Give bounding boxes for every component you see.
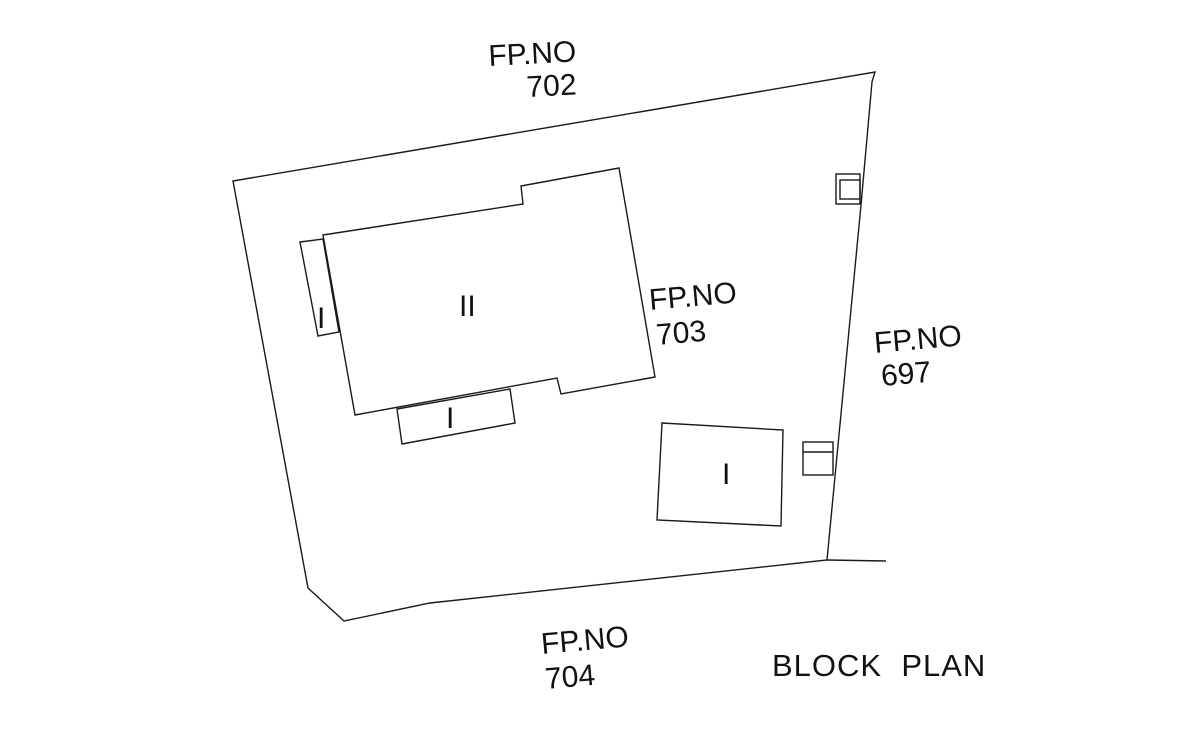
plot-label-north-number: 702 — [526, 68, 578, 104]
floor-label-outbuilding: I — [722, 458, 730, 491]
boundary-structure-lower — [802, 441, 834, 476]
south-annex — [396, 388, 516, 445]
floor-label-main: II — [459, 290, 476, 323]
plot-label-north: FP.NO 702 — [488, 35, 578, 104]
plot-label-south: FP.NO 704 — [540, 620, 630, 696]
plot-label-east-prefix: FP.NO — [873, 319, 963, 360]
plot-boundary — [232, 71, 876, 622]
west-annex — [299, 238, 340, 337]
plot-label-center-number: 703 — [655, 315, 708, 352]
plot-label-east-number: 697 — [880, 356, 933, 393]
outbuilding — [656, 422, 784, 527]
main-building — [322, 167, 656, 416]
boundary-extension — [826, 559, 887, 562]
plot-label-east: FP.NO 697 — [873, 319, 963, 393]
floor-label-west-annex: I — [317, 302, 325, 335]
floor-label-south-annex: I — [446, 402, 454, 435]
plot-label-center: FP.NO 703 — [648, 276, 738, 352]
boundary-structure-upper-inner — [839, 179, 861, 200]
plot-label-north-prefix: FP.NO — [488, 35, 577, 73]
plot-label-south-prefix: FP.NO — [540, 620, 630, 661]
plot-label-south-number: 704 — [544, 659, 597, 696]
plot-label-center-prefix: FP.NO — [648, 276, 738, 317]
drawing-title: BLOCK PLAN — [772, 648, 986, 683]
